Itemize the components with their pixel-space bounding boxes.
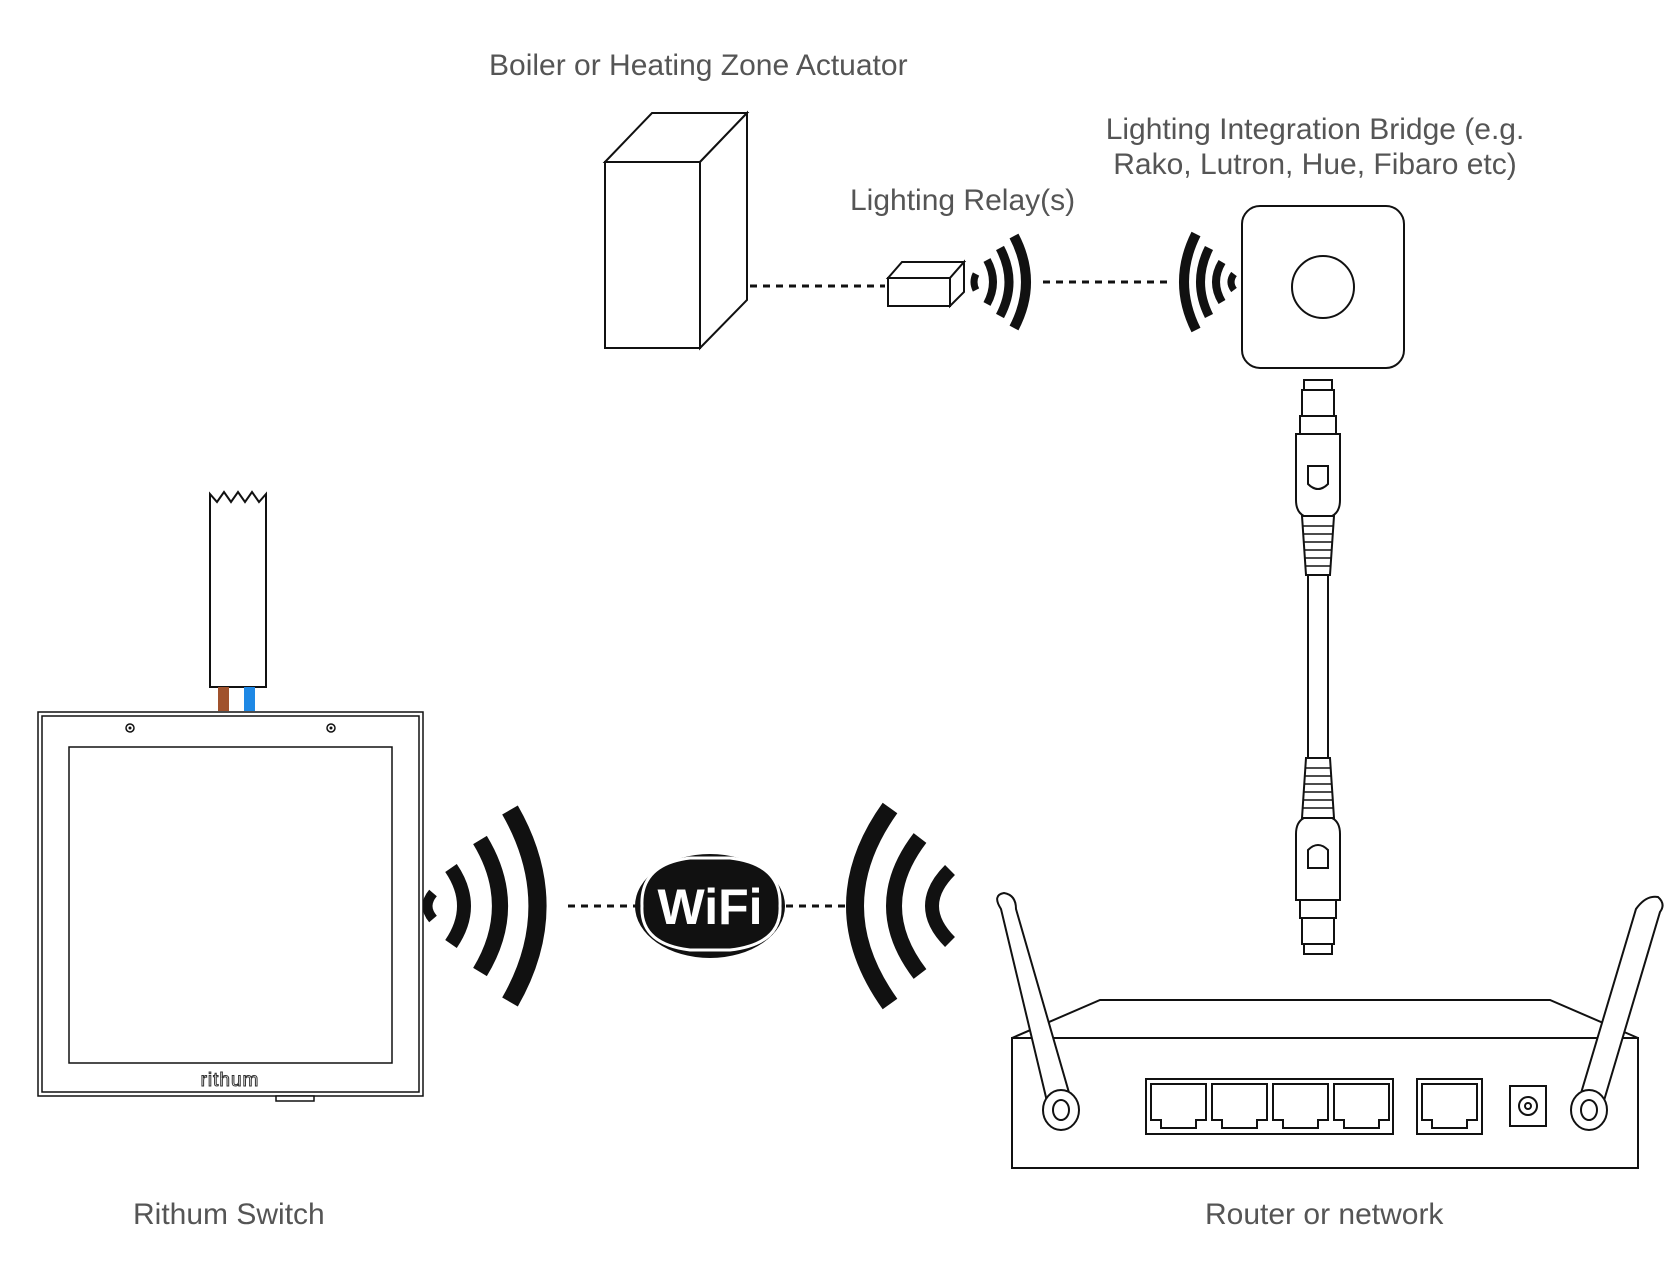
ethernet-cable-icon: [1295, 379, 1341, 955]
router-icon: [996, 891, 1664, 1169]
bridge-label-line1: Lighting Integration Bridge (e.g.: [1105, 113, 1525, 146]
power-port: [1509, 1085, 1547, 1127]
switch-wiring-icon: [209, 490, 267, 711]
wire-live: [218, 687, 229, 711]
bridge-label-line2: Rako, Lutron, Hue, Fibaro etc): [1113, 148, 1517, 181]
router-label: Router or network: [1205, 1198, 1444, 1231]
switch-label: Rithum Switch: [133, 1198, 325, 1231]
relay-label: Lighting Relay(s): [850, 184, 1076, 217]
wifi-badge-icon: WiFi: [635, 854, 785, 958]
router-signal-waves-icon: [846, 802, 956, 1010]
relay-signal-waves-icon: [970, 233, 1031, 331]
lan-ports: [1150, 1083, 1390, 1129]
switch-signal-waves-icon: [422, 805, 547, 1007]
switch-icon: [37, 711, 424, 1102]
boiler-label: Boiler or Heating Zone Actuator: [489, 49, 908, 82]
wire-neutral: [244, 687, 255, 711]
switch-brand-logo: rithum: [201, 1070, 260, 1091]
bridge-signal-waves-icon: [1179, 231, 1237, 333]
wifi-badge-text: WiFi: [657, 879, 762, 935]
relay-icon: [885, 259, 967, 309]
bridge-icon: [1241, 205, 1405, 369]
bridge-label: Lighting Integration Bridge (e.g. Rako, …: [1080, 112, 1550, 182]
boiler-icon: [602, 110, 750, 351]
